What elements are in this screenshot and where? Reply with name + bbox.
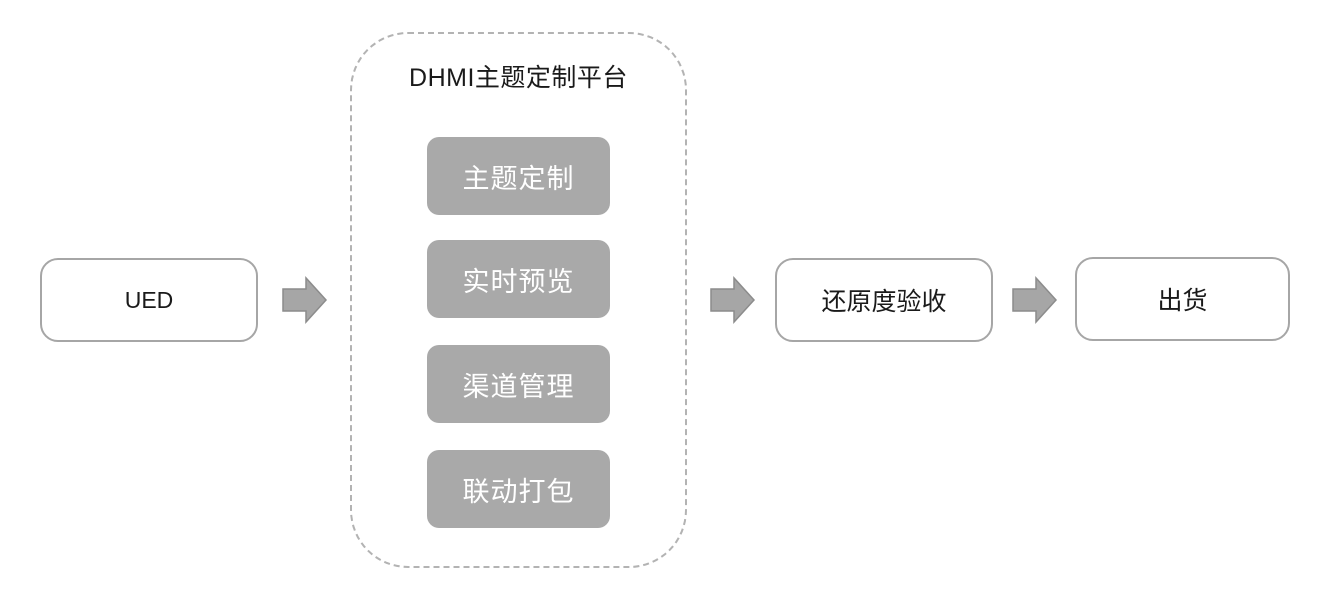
node-acceptance-label: 还原度验收 [821,288,947,316]
module-label: 渠道管理 [462,371,575,402]
module-linkage-packaging: 联动打包 [427,450,610,528]
node-ued: UED [40,258,258,342]
module-label: 主题定制 [462,163,575,194]
module-channel-management: 渠道管理 [427,345,610,423]
node-shipping-label: 出货 [1157,287,1208,315]
module-label: 实时预览 [462,266,575,297]
module-label: 联动打包 [462,476,575,507]
arrow-right-icon [282,276,328,324]
platform-container: DHMI主题定制平台 主题定制 实时预览 渠道管理 联动打包 [350,32,687,568]
arrow-right-icon [1012,276,1058,324]
node-acceptance: 还原度验收 [775,258,993,342]
platform-title: DHMI主题定制平台 [409,64,628,92]
node-shipping: 出货 [1075,257,1290,341]
module-realtime-preview: 实时预览 [427,240,610,318]
module-theme-customization: 主题定制 [427,137,610,215]
node-ued-label: UED [124,286,174,313]
arrow-right-icon [710,276,756,324]
